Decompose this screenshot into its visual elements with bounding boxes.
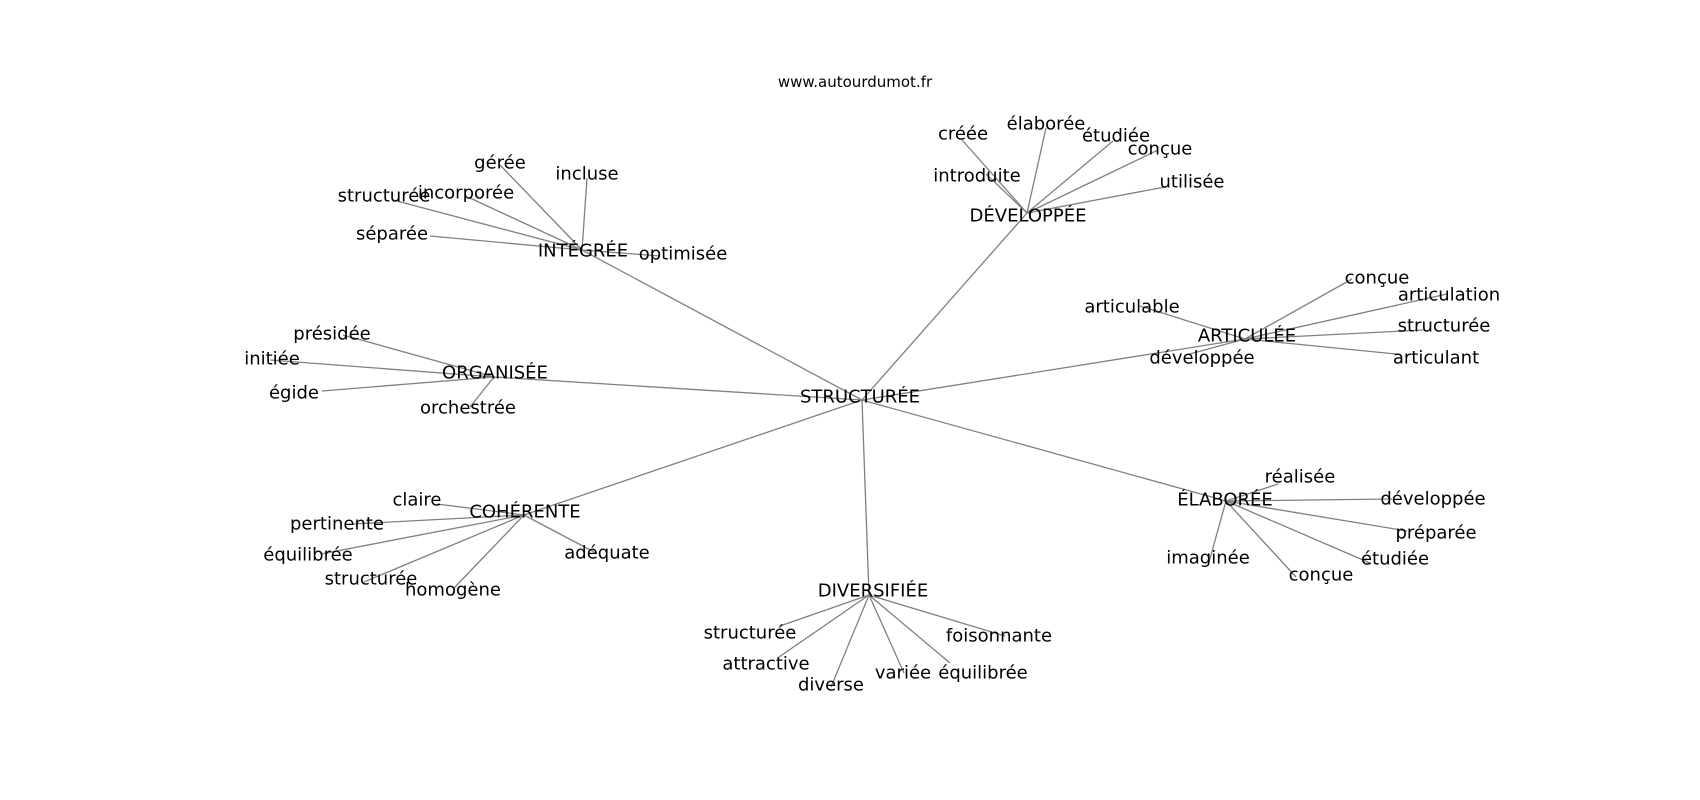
leaf-word: orchestrée — [420, 398, 516, 419]
edge-center-to-hub — [493, 376, 863, 401]
leaf-word: variée — [875, 663, 931, 684]
edge-hub-to-leaf — [581, 249, 661, 257]
leaf-word: articulation — [1398, 285, 1500, 306]
edge-hub-to-leaf — [1026, 140, 1114, 214]
edge-hub-to-leaf — [779, 594, 870, 627]
edge-hub-to-leaf — [1026, 149, 1159, 214]
edge-hub-to-leaf — [469, 197, 583, 251]
edge-hub-to-leaf — [1225, 500, 1297, 578]
edge-hub-to-leaf — [868, 594, 1006, 637]
leaf-word: introduite — [933, 166, 1020, 187]
leaf-word: séparée — [356, 224, 428, 245]
edge-hub-to-leaf — [1225, 498, 1393, 502]
leaf-word: égide — [269, 383, 319, 404]
leaf-word: réalisée — [1265, 467, 1336, 488]
edge-hub-to-leaf — [1244, 338, 1397, 355]
edge-hub-to-leaf — [1244, 278, 1353, 340]
edge-hub-to-leaf — [1244, 329, 1424, 340]
site-url: www.autourdumot.fr — [778, 73, 933, 91]
hub-word: ÉLABORÉE — [1177, 489, 1273, 511]
leaf-word: optimisée — [639, 244, 728, 265]
leaf-word: élaborée — [1007, 114, 1086, 135]
leaf-word: pertinente — [290, 514, 384, 535]
edge-hub-to-leaf — [342, 334, 495, 378]
hub-word: ORGANISÉE — [442, 362, 548, 384]
edge-hub-to-leaf — [351, 514, 525, 525]
leaf-word: équilibrée — [263, 545, 353, 566]
hub-word: INTÉGRÉE — [538, 240, 628, 262]
edge-hub-to-leaf — [1026, 186, 1166, 214]
hub-word: ARTICULÉE — [1198, 325, 1296, 347]
hub-word: COHÉRENTE — [469, 501, 580, 523]
leaf-word: gérée — [474, 153, 526, 174]
edge-hub-to-leaf — [321, 376, 495, 392]
edge-center-to-hub — [861, 212, 1028, 401]
leaf-word: incorporée — [418, 183, 514, 204]
leaf-word: structurée — [338, 186, 431, 207]
edge-hub-to-leaf — [1225, 500, 1408, 532]
edge-center-to-hub — [581, 249, 863, 401]
edge-hub-to-leaf — [1208, 500, 1227, 563]
leaf-word: articulable — [1084, 297, 1179, 318]
leaf-word: structurée — [325, 569, 418, 590]
edge-hub-to-leaf — [429, 235, 583, 251]
edge-hub-to-leaf — [1139, 305, 1246, 340]
edge-hub-to-leaf — [320, 514, 525, 555]
leaf-word: incluse — [555, 164, 618, 185]
leaf-word: équilibrée — [938, 663, 1028, 684]
edge-hub-to-leaf — [1225, 483, 1279, 502]
leaf-word: conçue — [1289, 565, 1354, 586]
hub-word: DÉVELOPPÉE — [970, 205, 1087, 227]
edge-hub-to-leaf — [499, 164, 583, 251]
edge-hub-to-leaf — [581, 177, 588, 251]
edge-hub-to-leaf — [1026, 127, 1047, 214]
edge-center-to-hub — [523, 399, 863, 516]
edge-center-to-hub — [861, 399, 1227, 502]
edge-hub-to-leaf — [453, 514, 525, 589]
leaf-word: adéquate — [564, 543, 650, 564]
leaf-word: préparée — [1395, 523, 1476, 544]
leaf-word: initiée — [244, 349, 300, 370]
edge-hub-to-leaf — [778, 594, 870, 658]
leaf-word: présidée — [293, 324, 370, 345]
edge-hub-to-leaf — [469, 376, 495, 408]
edge-hub-to-leaf — [1225, 500, 1371, 564]
center-word: STRUCTURÉE — [800, 386, 920, 408]
edge-hub-to-leaf — [961, 139, 1028, 214]
edge-hub-to-leaf — [392, 199, 583, 251]
leaf-word: créée — [938, 124, 988, 145]
leaf-word: structurée — [1398, 316, 1491, 337]
edge-hub-to-leaf — [269, 359, 495, 378]
edge-hub-to-leaf — [830, 594, 870, 688]
edge-hub-to-leaf — [436, 503, 525, 516]
edge-hub-to-leaf — [1185, 338, 1246, 356]
leaf-word: étudiée — [1082, 126, 1150, 147]
edge-center-to-hub — [861, 399, 870, 596]
leaf-word: étudiée — [1361, 549, 1429, 570]
leaf-word: utilisée — [1160, 172, 1225, 193]
hub-word: DIVERSIFIÉE — [818, 580, 929, 602]
leaf-word: attractive — [722, 654, 809, 675]
leaf-word: développée — [1380, 489, 1485, 510]
graph-edges — [269, 127, 1448, 688]
leaf-word: structurée — [704, 623, 797, 644]
leaf-word: foisonnante — [946, 626, 1052, 647]
leaf-word: conçue — [1128, 139, 1193, 160]
leaf-word: imaginée — [1166, 548, 1250, 569]
edge-hub-to-leaf — [868, 594, 905, 674]
edge-hub-to-leaf — [523, 514, 597, 554]
leaf-word: diverse — [798, 675, 864, 696]
edge-hub-to-leaf — [1244, 293, 1448, 340]
leaf-word: articulant — [1393, 348, 1479, 369]
leaf-word: conçue — [1345, 268, 1410, 289]
edge-hub-to-leaf — [868, 594, 951, 664]
edge-center-to-hub — [861, 338, 1246, 401]
edge-hub-to-leaf — [363, 514, 525, 583]
leaf-word: homogène — [405, 580, 501, 601]
leaf-word: développée — [1149, 348, 1254, 369]
edge-hub-to-leaf — [985, 173, 1028, 214]
leaf-word: claire — [392, 490, 441, 511]
graph-labels: www.autourdumot.fr STRUCTURÉE gérée inclu… — [244, 73, 1500, 696]
